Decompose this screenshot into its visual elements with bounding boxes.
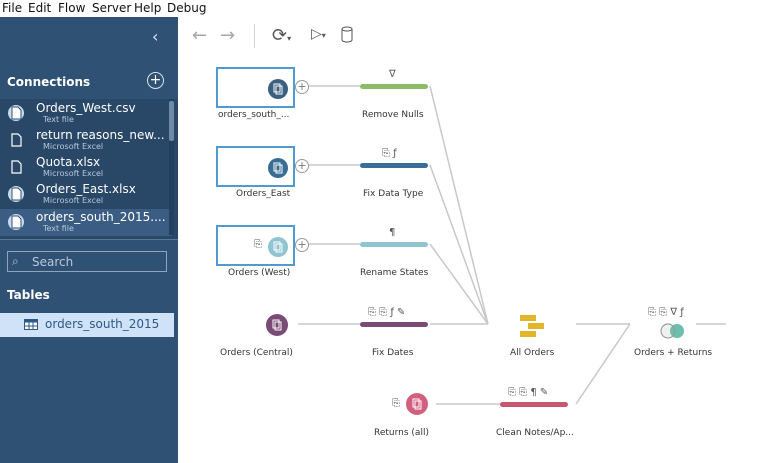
connection-name: Quota.xlsx <box>36 155 101 169</box>
menu-edit[interactable]: Edit <box>28 1 52 15</box>
add-connection-button[interactable]: + <box>147 72 164 89</box>
menu-debug[interactable]: Debug <box>167 1 207 15</box>
connection-type: Microsoft Excel <box>43 169 104 178</box>
input-label: orders_south_... <box>218 110 290 120</box>
connections-list: Orders_West.csv Text file return reasons… <box>0 99 178 239</box>
filter-icon: ∇ <box>389 69 396 80</box>
table-item[interactable]: orders_south_2015 <box>0 313 174 337</box>
connection-item-selected[interactable]: orders_south_2015.... Text file <box>0 209 172 236</box>
step-label: Remove Nulls <box>362 110 424 120</box>
connection-name: Orders_West.csv <box>36 101 136 115</box>
add-step-button[interactable]: + <box>295 159 309 173</box>
paperclip-icon: ¶ <box>389 227 396 238</box>
menu-help[interactable]: Help <box>134 1 162 15</box>
connection-type: Text file <box>43 224 74 233</box>
csv-file-icon <box>8 105 24 121</box>
connection-type: Microsoft Excel <box>43 196 104 205</box>
union-label: All Orders <box>510 348 555 358</box>
search-box[interactable]: ⌕ <box>7 251 167 272</box>
tables-title: Tables <box>7 288 50 302</box>
input-label: Orders (Central) <box>220 348 293 358</box>
clean-step-remove-nulls[interactable] <box>360 84 428 89</box>
table-icon <box>24 319 38 330</box>
menu-server[interactable]: Server <box>92 1 132 15</box>
input-node-orders-west[interactable]: ⎘ <box>216 225 295 266</box>
menu-flow[interactable]: Flow <box>58 1 86 15</box>
connections-scroll-thumb[interactable] <box>169 101 174 141</box>
step-change-icons: ⎘ ƒ <box>382 148 397 159</box>
step-change-icons: ⎘ ⎘ ƒ ✎ <box>368 307 406 318</box>
input-node-orders-south[interactable] <box>216 67 295 108</box>
step-label: Clean Notes/Ap... <box>496 428 574 438</box>
input-label: Orders (West) <box>228 268 291 278</box>
csv-input-icon <box>268 79 288 99</box>
connection-name: return reasons_new... <box>36 128 165 142</box>
flow-connectors <box>298 85 726 405</box>
clean-step-clean-notes[interactable] <box>500 402 568 407</box>
connection-type: Microsoft Excel <box>43 142 104 151</box>
collapse-pane-icon[interactable]: ‹ <box>152 27 159 46</box>
input-node-orders-east[interactable] <box>216 146 295 187</box>
clean-step-rename-states[interactable] <box>360 242 428 247</box>
run-flow-icon[interactable]: ▷▾ <box>311 26 326 42</box>
clean-step-fix-dates[interactable] <box>360 322 428 327</box>
union-icon[interactable] <box>520 315 548 337</box>
back-arrow-icon[interactable]: ← <box>192 25 208 46</box>
connection-type: Text file <box>43 115 74 124</box>
csv-file-icon <box>8 214 24 230</box>
step-label: Rename States <box>360 268 429 278</box>
input-node-returns-all[interactable] <box>406 393 428 415</box>
menu-bar: File Edit Flow Server Help Debug <box>0 0 776 17</box>
excel-file-icon <box>8 159 24 175</box>
table-name: orders_south_2015 <box>45 317 160 331</box>
csv-file-icon <box>8 186 24 202</box>
search-input[interactable] <box>30 253 164 270</box>
refresh-icon[interactable]: ⟳▾ <box>272 25 292 46</box>
incremental-icon: ⎘ <box>254 239 262 250</box>
join-icon[interactable] <box>658 322 688 340</box>
connections-sidebar: ‹ Connections + Orders_West.csv Text fil… <box>0 17 178 463</box>
add-step-button[interactable]: + <box>295 80 309 94</box>
excel-input-icon <box>268 158 288 178</box>
forward-arrow-icon[interactable]: → <box>220 25 236 46</box>
connections-scrollbar[interactable] <box>169 99 174 235</box>
step-label: Fix Dates <box>372 348 414 358</box>
connection-item[interactable]: Quota.xlsx Microsoft Excel <box>0 154 172 181</box>
menu-file[interactable]: File <box>2 1 23 15</box>
step-change-icons: ⎘ ⎘ ∇ ƒ <box>648 307 684 318</box>
clean-step-fix-data-type[interactable] <box>360 163 428 168</box>
input-label: Returns (all) <box>374 428 429 438</box>
connection-item[interactable]: Orders_East.xlsx Microsoft Excel <box>0 181 172 208</box>
sidebar-divider <box>0 239 178 240</box>
input-label: Orders_East <box>236 189 291 199</box>
connections-title: Connections <box>7 75 91 89</box>
connection-item[interactable]: Orders_West.csv Text file <box>0 100 172 127</box>
input-node-orders-central[interactable] <box>266 314 288 336</box>
step-change-icons: ⎘ ⎘ ¶ ✎ <box>508 387 549 398</box>
toolbar-separator <box>254 24 255 48</box>
connection-name: orders_south_2015.... <box>36 210 166 224</box>
incremental-icon: ⎘ <box>392 398 400 409</box>
add-step-button[interactable]: + <box>295 238 309 252</box>
join-label: Orders + Returns <box>634 348 713 358</box>
excel-file-icon <box>8 132 24 148</box>
connection-item[interactable]: return reasons_new... Microsoft Excel <box>0 127 172 154</box>
database-output-icon[interactable] <box>340 26 354 49</box>
flow-canvas[interactable]: + orders_south_... + Orders_East ⎘ + Ord… <box>178 60 776 463</box>
connection-name: Orders_East.xlsx <box>36 182 136 196</box>
step-label: Fix Data Type <box>363 189 424 199</box>
search-icon: ⌕ <box>12 254 19 268</box>
csv-input-icon <box>268 237 288 257</box>
